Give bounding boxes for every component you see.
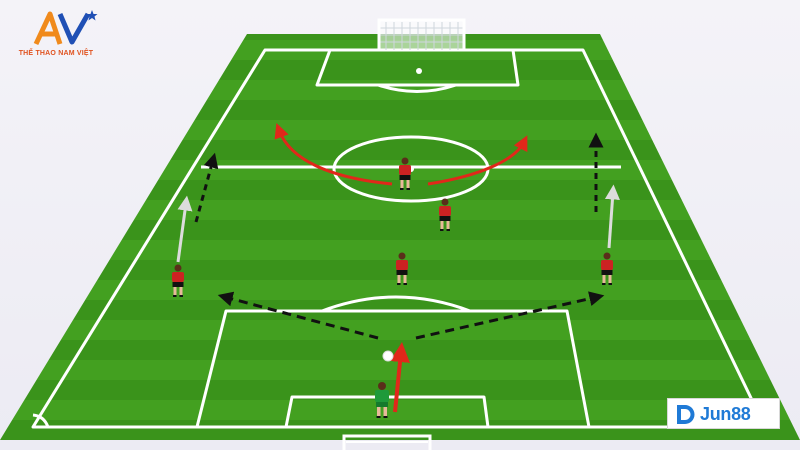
top-penalty-arc: [377, 83, 457, 93]
brand-logo-mark: [33, 10, 98, 46]
player-right-winger: [601, 252, 613, 285]
arrow-right-run: [604, 184, 620, 249]
player-goalkeeper: [375, 382, 389, 418]
player-left-winger: [172, 264, 184, 297]
ball: [382, 350, 394, 362]
corner-arc-left: [32, 413, 50, 428]
arrow-forward-curve-right: [427, 135, 528, 186]
top-penalty-spot: [416, 68, 422, 74]
bottom-penalty-arc: [321, 295, 471, 313]
bottom-penalty-box: [195, 309, 591, 429]
player-central-midfielder: [396, 252, 408, 285]
arrow-pass-left: [217, 291, 379, 340]
bottom-goal: [342, 434, 432, 450]
brand-logo: THỂ THAO NAM VIỆT: [8, 6, 108, 60]
brand-logo-tagline: THỂ THAO NAM VIỆT: [18, 50, 94, 57]
sponsor-logo-icon: [677, 405, 695, 424]
sponsor-badge-text: Jun88: [700, 404, 751, 424]
movement-arrows: [176, 122, 620, 413]
players: [172, 157, 613, 418]
player-center-forward: [399, 157, 411, 190]
arrow-keeper-ball-run: [390, 342, 410, 413]
arrow-pass-right: [415, 291, 605, 340]
bottom-goal-area: [284, 395, 490, 429]
sponsor-badge: Jun88: [667, 398, 780, 429]
arrow-left-run: [176, 195, 193, 263]
player-attacking-midfielder: [439, 198, 451, 231]
arrow-forward-curve-left: [274, 122, 393, 186]
top-goal: [377, 18, 466, 51]
